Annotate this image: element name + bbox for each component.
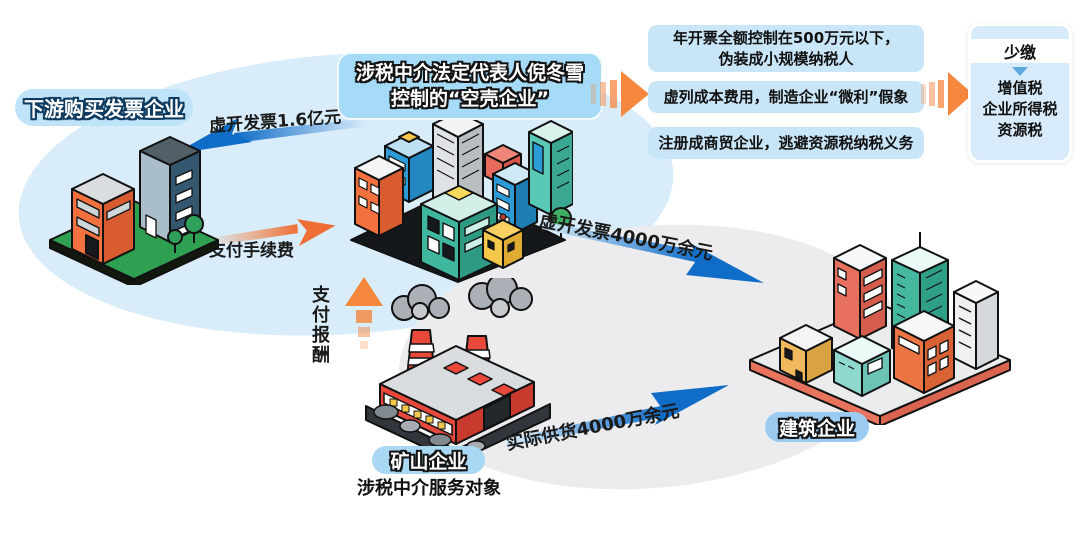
result-item-vat: 增值税 (997, 79, 1043, 97)
downstream-company-label: 下游购买发票企业 (15, 89, 193, 126)
downstream-company-illustration (49, 136, 219, 285)
tax-underpayment-result-box: 少缴 增值税 企业所得税 资源税 (968, 23, 1072, 163)
tactic-box-fake-costs: 虚列成本费用，制造企业“微利”假象 (648, 81, 924, 113)
construction-company-label: 建筑企业 (765, 412, 869, 442)
arrow-fake-invoice-to-construction (540, 221, 764, 283)
shell-companies-illustration (350, 112, 573, 283)
arrow-actual-supply (505, 385, 729, 447)
mine-company-label: 矿山企业 (372, 446, 485, 474)
arrow-pay-reward (345, 277, 383, 349)
tactic-box-trade-registration: 注册成商贸企业，逃避资源税纳税义务 (648, 127, 924, 159)
shell-company-label: 涉税中介法定代表人倪冬雪 控制的“空壳企业” (337, 52, 603, 120)
result-item-resource-tax: 资源税 (997, 121, 1043, 139)
mine-company-illustration (365, 278, 551, 463)
arrow-pay-commission (206, 219, 336, 247)
result-item-corporate-income-tax: 企业所得税 (982, 100, 1058, 118)
fast-forward-arrow-icon (921, 72, 973, 116)
flow-label-pay-commission: 支付手续费 (209, 241, 294, 261)
down-triangle-icon (1012, 67, 1028, 76)
mine-company-caption: 涉税中介服务对象 (357, 478, 501, 499)
arrow-fake-invoice-to-downstream (174, 118, 368, 154)
fast-forward-arrow-icon (591, 71, 649, 117)
tactic-box-small-scale-taxpayer: 年开票全额控制在500万元以下， 伪装成小规模纳税人 (648, 25, 924, 72)
construction-company-illustration (749, 232, 1011, 425)
result-title: 少缴 (971, 39, 1069, 63)
flow-label-pay-reward: 支 付 报 酬 (312, 285, 330, 366)
